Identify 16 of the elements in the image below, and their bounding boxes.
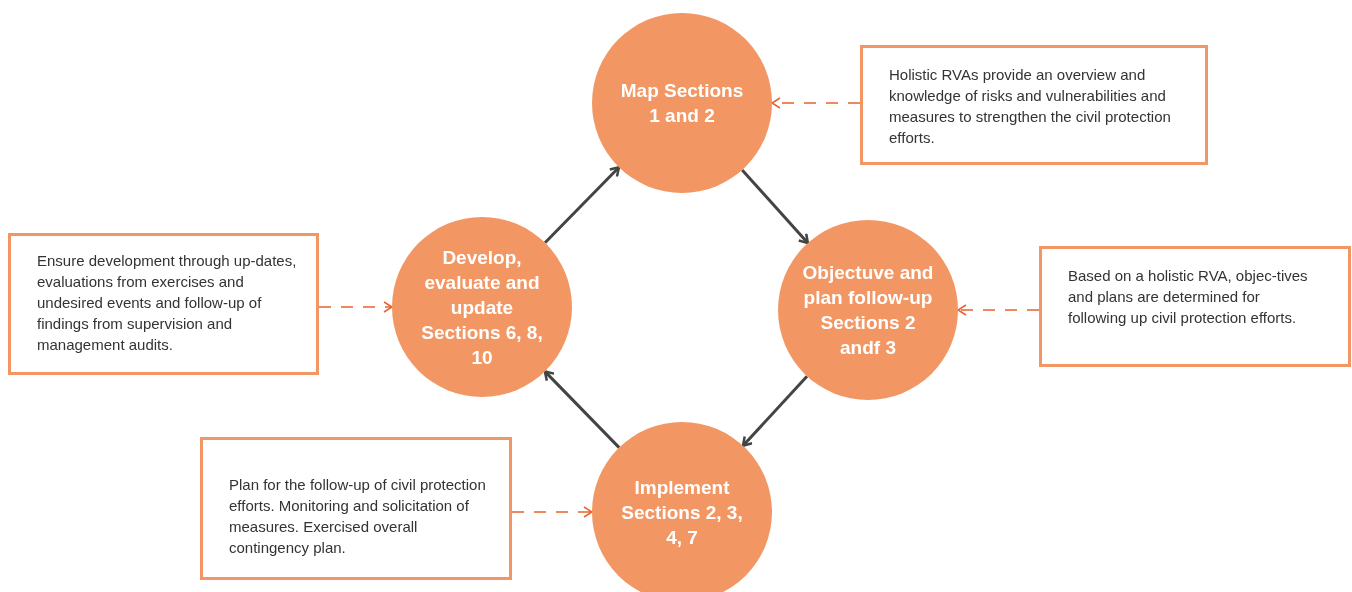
dashed-arrow <box>511 506 593 518</box>
arrow <box>543 370 621 449</box>
note-box: Holistic RVAs provide an overview and knowledge of risks and vulnerabilities and measures to strengthen the civil protection efforts. <box>860 45 1208 165</box>
process-circle: Develop, evaluate and update Sections 6, 8, 10 <box>392 217 572 397</box>
dashed-arrow <box>318 301 393 313</box>
arrow <box>741 375 809 448</box>
note-box: Ensure development through up-dates, evaluations from exercises and undesired events and follow-up of findings from supervision and management audits. <box>8 233 319 375</box>
process-circle: Map Sections 1 and 2 <box>592 13 772 193</box>
process-circle: Implement Sections 2, 3, 4, 7 <box>592 422 772 592</box>
arrow <box>741 168 810 245</box>
note-box: Based on a holistic RVA, objec-tives and plans are determined for following up civil protection efforts. <box>1039 246 1351 367</box>
process-circle: Objectuve and plan follow-up Sections 2 andf 3 <box>778 220 958 400</box>
arrow <box>543 166 621 244</box>
dashed-arrow <box>957 304 1040 316</box>
note-box: Plan for the follow-up of civil protection efforts. Monitoring and solicitation of measures. Exercised overall contingency plan. <box>200 437 512 580</box>
dashed-arrow <box>771 97 861 109</box>
